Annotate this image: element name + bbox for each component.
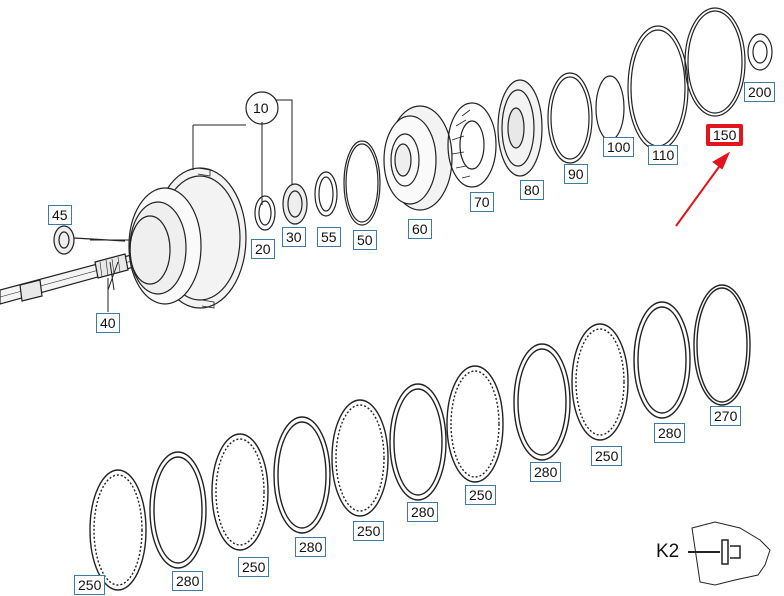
piston-80 [497, 79, 543, 177]
highlight-arrow [675, 151, 731, 227]
k2-label: K2 [656, 541, 680, 562]
callout-100: 100 [603, 137, 635, 157]
ring-150 [684, 7, 746, 117]
ring-90 [547, 72, 593, 164]
callout-280: 280 [530, 462, 562, 482]
clutch-drum [128, 167, 247, 309]
snap-ring-100 [595, 75, 625, 141]
callout-270: 270 [710, 406, 742, 426]
seal-50 [343, 140, 381, 226]
callout-90: 90 [564, 164, 588, 184]
callout-circle-10 [245, 91, 279, 125]
callout-55: 55 [317, 227, 341, 247]
callout-110: 110 [648, 145, 679, 165]
callout-80: 80 [520, 180, 544, 200]
input-shaft [0, 249, 153, 305]
callout-20: 20 [251, 239, 275, 259]
callout-250: 250 [465, 485, 497, 505]
clutch-plates [89, 284, 751, 591]
callout-30: 30 [282, 227, 306, 247]
callout-200: 200 [744, 82, 776, 102]
leader-lines [90, 99, 293, 312]
callout-60: 60 [408, 219, 432, 239]
callout-250: 250 [353, 521, 385, 541]
bearing-30 [282, 183, 308, 225]
seal-110 [627, 25, 689, 151]
piston-housing-60 [383, 105, 453, 211]
callout-50: 50 [353, 230, 377, 250]
spring-plate-70 [447, 102, 497, 188]
callout-40: 40 [96, 313, 120, 333]
callout-280: 280 [172, 571, 204, 591]
callout-250: 250 [591, 446, 623, 466]
k2-inset-icon [688, 521, 771, 586]
callout-150-highlighted: 150 [706, 124, 744, 146]
callout-250: 250 [74, 575, 106, 595]
callout-250: 250 [238, 557, 270, 577]
callout-45: 45 [48, 205, 72, 225]
ring-55 [314, 171, 338, 217]
callout-10: 10 [253, 100, 269, 116]
callout-70: 70 [470, 192, 494, 212]
callout-280: 280 [654, 423, 686, 443]
washer-200 [747, 33, 773, 71]
callout-280: 280 [295, 537, 327, 557]
callout-280: 280 [407, 502, 439, 522]
ring-20 [254, 195, 276, 231]
